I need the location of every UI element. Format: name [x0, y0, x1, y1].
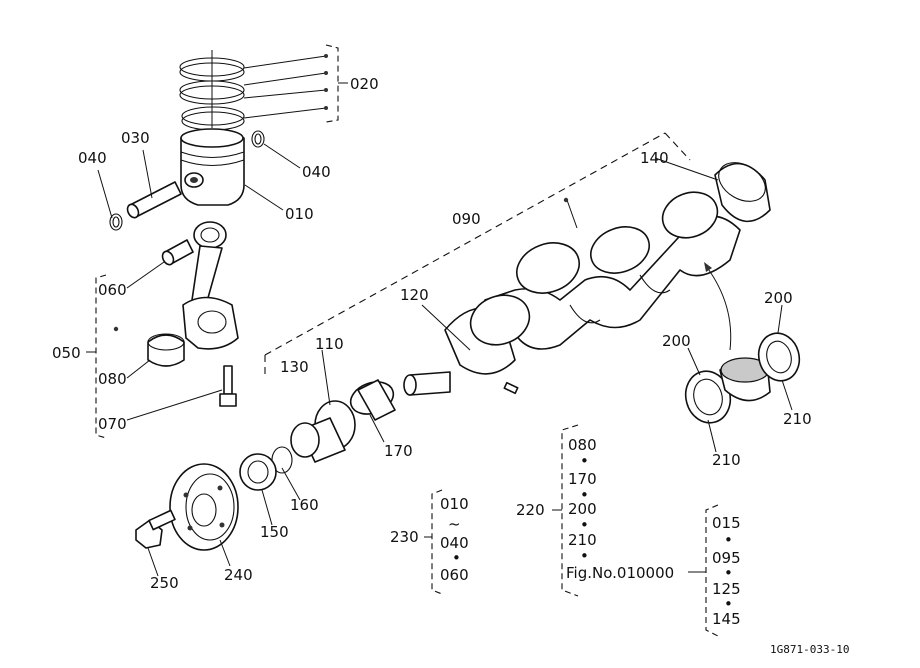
groupfig-item-6: 145	[712, 610, 741, 628]
dot-090	[563, 197, 569, 203]
group220-item-4: 200	[568, 500, 597, 518]
group220-item-3: •	[580, 486, 589, 504]
label-080: 080	[98, 370, 127, 388]
group220-item-8: Fig.No.010000	[566, 564, 674, 582]
label-200-left: 200	[662, 332, 691, 350]
group220-item-7: •	[580, 547, 589, 565]
bracket-230	[431, 489, 443, 595]
group230-item-0: 010	[440, 495, 469, 513]
rod-bolt	[219, 365, 237, 407]
group230-item-3: •	[452, 549, 461, 567]
bracket-dots-020	[324, 54, 328, 110]
group220-item-6: 210	[568, 531, 597, 549]
oil-pump-gear	[290, 400, 356, 463]
pulley-bolt	[135, 509, 176, 549]
leader-lines	[86, 55, 793, 577]
label-040-right: 040	[302, 163, 331, 181]
label-130: 130	[280, 358, 309, 376]
group230-item-4: 060	[440, 566, 469, 584]
assembly-arrow	[705, 265, 732, 351]
drawing-code: 1G871-033-10	[770, 643, 849, 656]
label-220: 220	[516, 501, 545, 519]
label-170: 170	[384, 442, 413, 460]
groupfig-item-1: •	[724, 531, 733, 549]
groupfig-item-2: 095	[712, 549, 741, 567]
crankshaft	[403, 191, 741, 396]
pulley	[169, 463, 239, 551]
bracket-fig	[705, 504, 719, 637]
bracket-020	[325, 44, 339, 123]
label-010: 010	[285, 205, 314, 223]
label-060: 060	[98, 281, 127, 299]
label-090: 090	[452, 210, 481, 228]
label-210-right: 210	[783, 410, 812, 428]
label-150: 150	[260, 523, 289, 541]
groupfig-item-3: •	[724, 564, 733, 582]
piston-rings	[179, 50, 245, 131]
connecting-rod	[182, 221, 239, 350]
group-line-090-end	[664, 132, 691, 161]
group220-item-2: 170	[568, 470, 597, 488]
label-040-left: 040	[78, 149, 107, 167]
crank-gear	[349, 379, 396, 421]
groupfig-item-4: 125	[712, 580, 741, 598]
group220-item-5: •	[580, 516, 589, 534]
small-end-bushing	[161, 239, 194, 266]
groupfig-item-0: 015	[712, 514, 741, 532]
thrust-washer-200b	[757, 332, 801, 382]
seal-150	[239, 453, 277, 491]
label-160: 160	[290, 496, 319, 514]
label-110: 110	[315, 335, 344, 353]
bracket-050	[95, 274, 107, 439]
label-200-right: 200	[764, 289, 793, 307]
label-230: 230	[390, 528, 419, 546]
label-030: 030	[121, 129, 150, 147]
piston	[180, 128, 245, 206]
circlip-left	[109, 213, 123, 231]
group220-item-0: 080	[568, 436, 597, 454]
group220-item-1: •	[580, 452, 589, 470]
label-240: 240	[224, 566, 253, 584]
group-line-090	[264, 132, 666, 356]
piston-pin	[126, 181, 182, 219]
arrow-head	[704, 262, 712, 272]
label-020: 020	[350, 75, 379, 93]
rear-bushing-140	[714, 162, 771, 223]
bracket-220	[561, 424, 579, 597]
crankpin-bearing	[147, 333, 185, 367]
label-120: 120	[400, 286, 429, 304]
label-250: 250	[150, 574, 179, 592]
groupfig-item-5: •	[724, 595, 733, 613]
label-050: 050	[52, 344, 81, 362]
main-bearing	[719, 357, 771, 402]
group230-item-1: ~	[448, 515, 461, 533]
label-140: 140	[640, 149, 669, 167]
thrust-washer-200a	[684, 370, 732, 424]
circlip-right	[251, 130, 265, 148]
group230-item-2: 040	[440, 534, 469, 552]
dot-050	[113, 326, 119, 332]
label-070: 070	[98, 415, 127, 433]
label-210-left: 210	[712, 451, 741, 469]
